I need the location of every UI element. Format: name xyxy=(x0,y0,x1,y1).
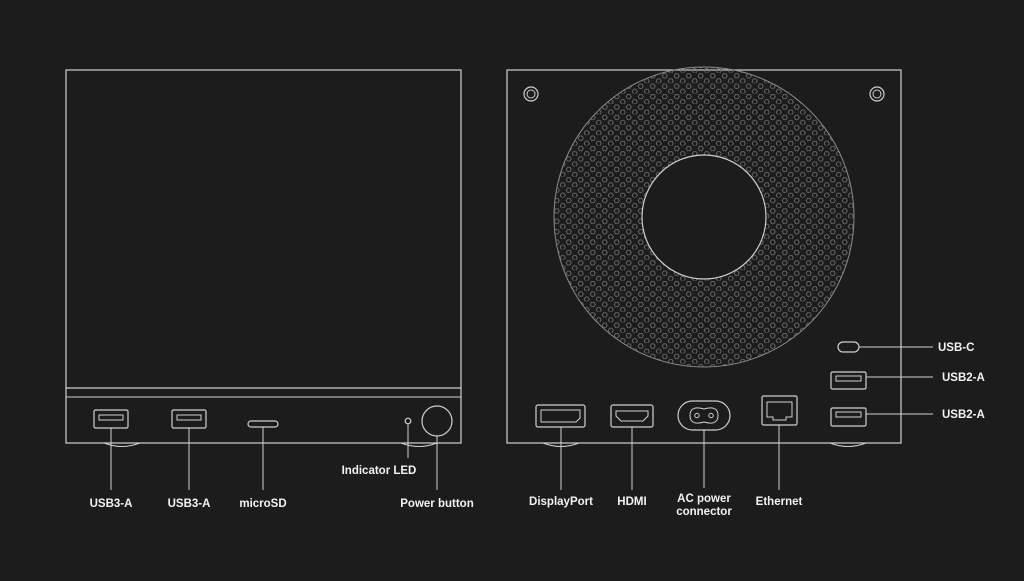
label-usb3-a-2: USB3-A xyxy=(168,498,211,510)
front-foot-right xyxy=(400,442,438,447)
label-usb2-a-1: USB2-A xyxy=(942,372,985,384)
label-microsd: microSD xyxy=(239,498,286,510)
screw-top-right xyxy=(869,86,885,102)
front-foot-left xyxy=(103,442,141,447)
label-power-button: Power button xyxy=(400,498,473,510)
label-ac-power-line1: AC power xyxy=(677,493,731,505)
label-displayport: DisplayPort xyxy=(529,496,593,508)
indicator-led xyxy=(404,417,412,425)
rear-foot-right xyxy=(829,442,867,447)
front-view xyxy=(65,69,462,490)
fan-grille xyxy=(553,66,855,368)
label-usb2-a-2: USB2-A xyxy=(942,409,985,421)
usb2-a-port-1 xyxy=(830,371,867,390)
label-ethernet: Ethernet xyxy=(756,496,803,508)
usb2-a-port-2 xyxy=(830,407,867,427)
label-indicator-led: Indicator LED xyxy=(342,465,417,477)
label-ac-power-line2: connector xyxy=(676,506,732,518)
label-hdmi: HDMI xyxy=(617,496,646,508)
front-body xyxy=(65,69,462,444)
label-usb-c: USB-C xyxy=(938,342,974,354)
label-usb3-a-1: USB3-A xyxy=(90,498,133,510)
screw-top-left xyxy=(523,86,539,102)
fan-hub xyxy=(641,154,767,280)
rear-view xyxy=(506,66,933,490)
